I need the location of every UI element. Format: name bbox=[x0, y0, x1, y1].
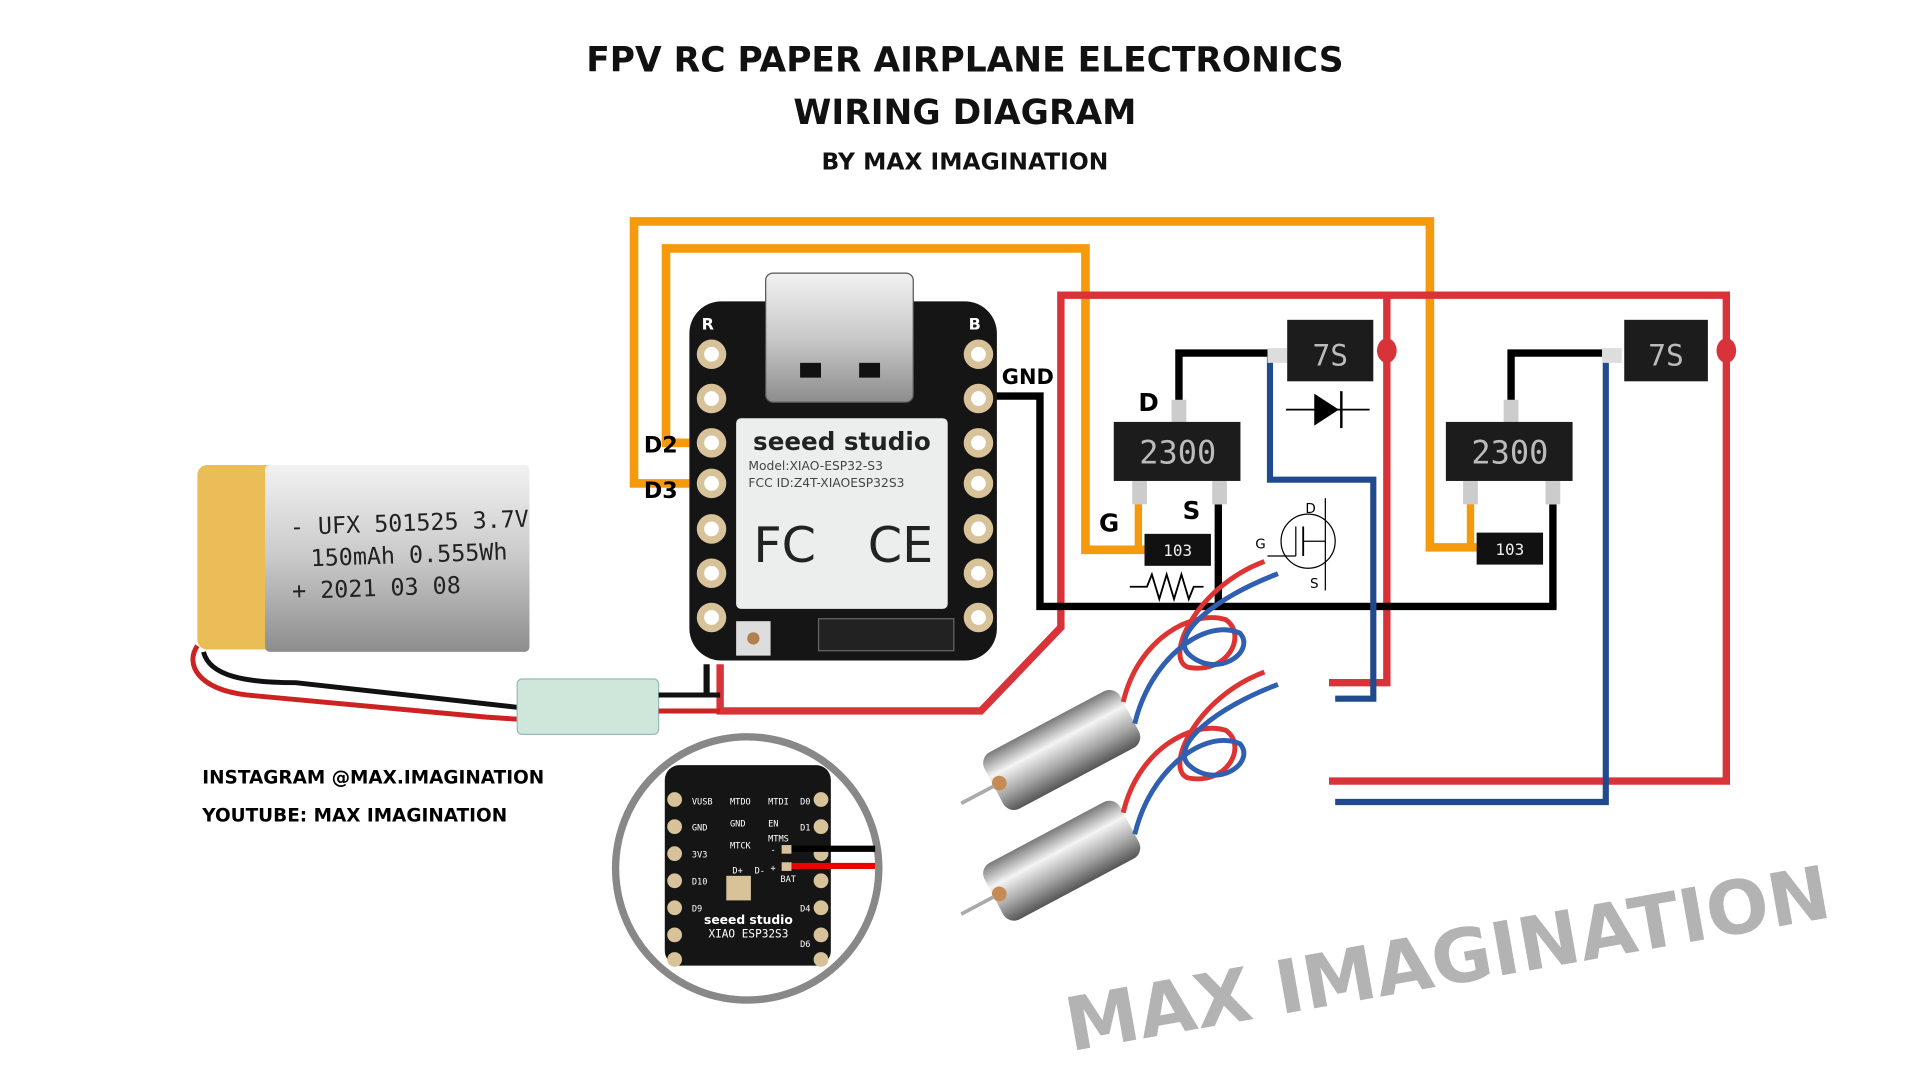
led-label-b: B bbox=[969, 315, 981, 334]
red-power-wire bbox=[716, 291, 1737, 785]
board-fcc-id: FCC ID:Z4T-XIAOESP32S3 bbox=[748, 476, 904, 490]
pad-label: EN bbox=[768, 820, 778, 830]
xiao-esp32s3-board: R B seeed studio Model:XIAO-ESP32-S3 FCC… bbox=[689, 272, 997, 661]
pad-label: D- bbox=[755, 866, 765, 876]
resistor-marking: 103 bbox=[1163, 541, 1192, 560]
resistor-left: 103 bbox=[1144, 533, 1211, 566]
pin-label: 3V3 bbox=[692, 850, 708, 860]
board-brand: seeed studio bbox=[753, 427, 931, 456]
pin-label: D9 bbox=[692, 904, 702, 914]
blue-motor-wire bbox=[1266, 356, 1609, 806]
pin-label-d2: D2 bbox=[644, 433, 678, 459]
diode-marking: 7S bbox=[1312, 338, 1348, 372]
junction-dot bbox=[1716, 338, 1737, 363]
pad-label: MTDO bbox=[730, 797, 751, 807]
resistor-right: 103 bbox=[1476, 532, 1544, 565]
pad-label: GND bbox=[730, 820, 746, 830]
pin-label-d3: D3 bbox=[644, 478, 678, 504]
mosfet-right: 2300 bbox=[1445, 399, 1573, 505]
orange-wire-d2 bbox=[661, 244, 1475, 555]
mosfet-marking: 2300 bbox=[1139, 434, 1216, 472]
jst-connector bbox=[516, 664, 721, 735]
mosfet-marking: 2300 bbox=[1471, 434, 1548, 472]
title-line-1: FPV RC PAPER AIRPLANE ELECTRONICS bbox=[586, 40, 1343, 80]
lipo-battery: - UFX 501525 3.7V 150mAh 0.555Wh + 2021 … bbox=[190, 464, 530, 723]
fcc-logo: FC bbox=[753, 516, 816, 574]
inset-brand: seeed studio bbox=[704, 913, 793, 927]
diode-left: 7S bbox=[1267, 319, 1374, 382]
led-label-r: R bbox=[702, 315, 714, 334]
byline: BY MAX IMAGINATION bbox=[822, 148, 1109, 176]
bat-minus-label: - bbox=[771, 845, 776, 855]
mosfet-drain-label: D bbox=[1138, 388, 1158, 417]
board-model: Model:XIAO-ESP32-S3 bbox=[748, 459, 882, 473]
watermark: MAX IMAGINATION bbox=[1059, 850, 1837, 1069]
diode-right: 7S bbox=[1602, 319, 1708, 382]
bat-label: BAT bbox=[780, 875, 796, 885]
junction-dot bbox=[1376, 338, 1397, 363]
pad-label: MTMS bbox=[768, 834, 789, 844]
pin-label: D10 bbox=[692, 877, 708, 887]
pin-label: D1 bbox=[800, 823, 810, 833]
bat-plus-label: + bbox=[771, 864, 776, 874]
battery-label-3: + 2021 03 08 bbox=[292, 571, 462, 605]
resistor-marking: 103 bbox=[1495, 540, 1524, 559]
resistor-symbol-icon bbox=[1129, 571, 1204, 603]
symbol-s-label: S bbox=[1310, 576, 1319, 592]
usb-c-port bbox=[765, 272, 914, 403]
symbol-d-label: D bbox=[1305, 501, 1315, 517]
rf-shield bbox=[736, 418, 948, 609]
ce-logo: CE bbox=[868, 516, 933, 574]
orange-wire-d3 bbox=[629, 217, 1477, 552]
mosfet-source-label: S bbox=[1183, 496, 1201, 525]
motor-1 bbox=[960, 559, 1279, 810]
board-back-inset: MTDO MTDI GND EN MTCK MTMS D+ D- - + BAT… bbox=[611, 733, 883, 1004]
pin-label: D4 bbox=[800, 904, 810, 914]
mosfet-left: 2300 bbox=[1113, 399, 1241, 505]
pin-label: D0 bbox=[800, 797, 810, 807]
mosfet-gate-label: G bbox=[1099, 508, 1119, 537]
diode-symbol-icon bbox=[1285, 391, 1370, 429]
inset-model: XIAO ESP32S3 bbox=[708, 927, 788, 940]
pad-label: MTDI bbox=[768, 797, 789, 807]
title-line-2: WIRING DIAGRAM bbox=[793, 93, 1136, 133]
instagram-credit: INSTAGRAM @MAX.IMAGINATION bbox=[202, 768, 544, 789]
mosfet-symbol-icon: D G S bbox=[1255, 498, 1336, 592]
pad-label: MTCK bbox=[730, 842, 752, 852]
pin-label: VUSB bbox=[692, 797, 713, 807]
symbol-g-label: G bbox=[1255, 537, 1265, 553]
pad-label: D+ bbox=[732, 866, 742, 876]
youtube-credit: YOUTUBE: MAX IMAGINATION bbox=[201, 806, 507, 827]
diode-marking: 7S bbox=[1648, 338, 1684, 372]
motor-2 bbox=[960, 669, 1279, 921]
castellated-pads bbox=[696, 339, 994, 633]
pin-label-gnd: GND bbox=[1002, 365, 1054, 389]
pin-label: GND bbox=[692, 823, 708, 833]
battery-label-2: 150mAh 0.555Wh bbox=[310, 537, 508, 572]
pin-label: D6 bbox=[800, 940, 810, 950]
